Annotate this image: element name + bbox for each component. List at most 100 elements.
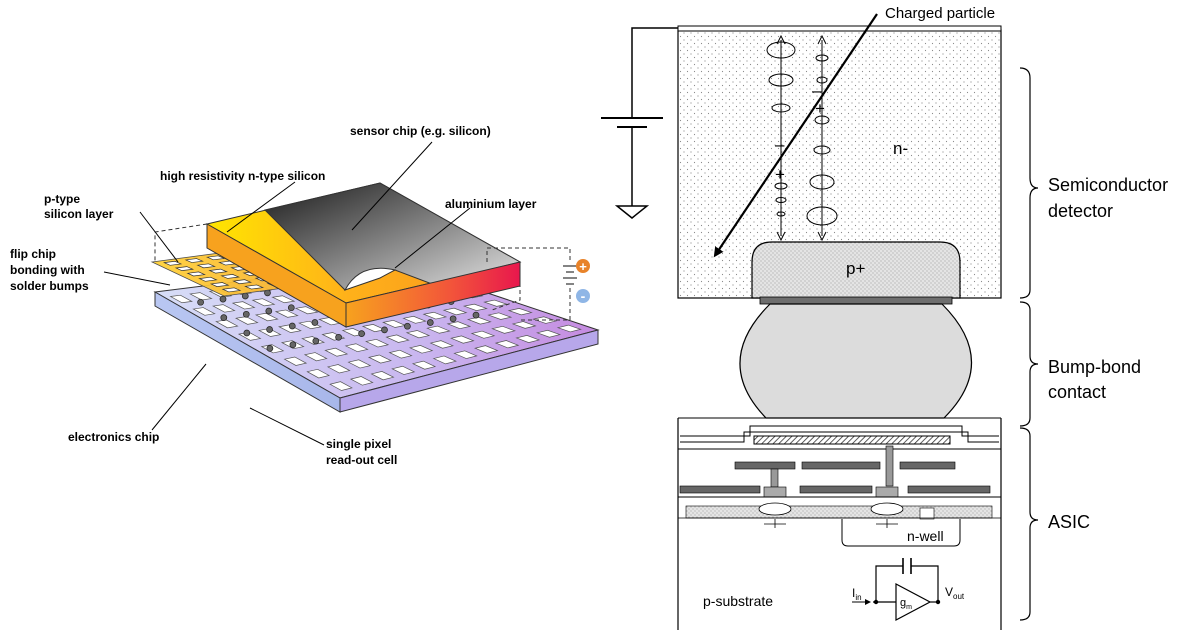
charge-amplifier: Iin gm Vout (852, 558, 965, 621)
solder-bump (404, 322, 411, 330)
readout-cell (298, 320, 323, 330)
solder-bump (266, 326, 273, 333)
label-flip-chip-2: bonding with (10, 263, 85, 277)
readout-cell (462, 303, 488, 311)
readout-cell (556, 324, 582, 333)
section-label-detector-1: Semiconductor (1048, 175, 1168, 195)
solder-bump (287, 304, 295, 312)
label-aluminium: aluminium layer (445, 197, 537, 211)
pixel-implant (174, 266, 195, 271)
readout-cell (347, 359, 372, 369)
readout-cell (231, 301, 256, 310)
readout-cell (405, 330, 431, 339)
readout-cell (169, 294, 193, 304)
readout-cell (411, 360, 437, 370)
readout-cell (507, 308, 533, 316)
bias-battery (601, 27, 678, 219)
solder-bump (241, 292, 249, 300)
solder-bump (266, 345, 274, 352)
minus-symbol: - (581, 288, 586, 304)
label-i-in: Iin (852, 586, 862, 602)
label-flip-chip-3: solder bumps (10, 279, 89, 293)
readout-cell (491, 325, 516, 334)
pixel-implant (209, 282, 230, 287)
readout-cell (494, 340, 520, 349)
label-high-res-silicon: high resistivity n-type silicon (160, 169, 325, 183)
solder-bump (288, 322, 296, 330)
pixel-implant (196, 263, 216, 269)
readout-cell (409, 345, 434, 354)
readout-cell (450, 335, 475, 344)
readout-cell (470, 330, 496, 339)
label-n-well: n-well (907, 528, 944, 544)
hybrid-pixel-detector-3d: + - sensor chip (e.g. silicon) high resi… (10, 124, 600, 467)
readout-cell (442, 307, 468, 316)
detector-cross-section: n-well p-substrate Iin gm Vout (601, 5, 1168, 630)
plus-symbol: + (579, 259, 587, 274)
pixel-implant (220, 274, 240, 279)
readout-cell (324, 347, 349, 357)
negative-terminal-icon (576, 289, 590, 303)
solder-bump (335, 333, 342, 341)
readout-cell (432, 355, 457, 365)
solder-bump (243, 329, 251, 337)
readout-cell (429, 340, 454, 349)
readout-cell (385, 334, 410, 343)
pixel-implant (232, 279, 253, 285)
readout-cell (487, 312, 513, 320)
readout-cell (511, 321, 537, 329)
readout-cell (391, 365, 416, 375)
solder-bump (449, 315, 457, 323)
bias-voltage-source: + - (486, 247, 590, 321)
minus-charge: – (812, 81, 822, 100)
section-label-asic: ASIC (1048, 512, 1090, 532)
solder-bump (265, 307, 273, 315)
solder-bump (312, 337, 320, 345)
asic-stack: n-well p-substrate Iin gm Vout (677, 417, 1002, 630)
charge-carrier-tracks (766, 34, 838, 242)
section-label-bump-2: contact (1048, 382, 1106, 402)
readout-cell (453, 350, 478, 359)
leader-lines (103, 141, 471, 446)
readout-cell (422, 311, 448, 320)
readout-cell (189, 292, 213, 301)
solder-bump (219, 295, 227, 303)
readout-cell (212, 304, 236, 313)
bump-bond-sphere (739, 303, 973, 419)
pixel-implant (208, 268, 228, 274)
pixel-implant (244, 284, 265, 290)
readout-cell (365, 338, 390, 348)
readout-cell (278, 324, 302, 334)
readout-cell (192, 307, 216, 316)
readout-cell (254, 312, 279, 322)
readout-cell (329, 381, 353, 391)
solder-bump (197, 298, 204, 306)
label-electronics-chip: electronics chip (68, 430, 159, 444)
solder-bump (289, 341, 297, 349)
solder-bump (426, 319, 434, 326)
solder-bump (220, 314, 228, 321)
solder-bump (381, 326, 388, 334)
pixel-implant (205, 255, 226, 261)
readout-cell (326, 364, 351, 374)
label-p-plus: p+ (846, 259, 865, 278)
readout-cell (344, 343, 369, 353)
sensor-chip (154, 182, 522, 328)
pixel-implant (198, 276, 218, 282)
solder-bump (242, 310, 250, 318)
readout-cell (536, 329, 562, 338)
readout-cell (388, 349, 413, 359)
label-pixel-2: read-out cell (326, 453, 397, 467)
charged-particle-track (713, 13, 878, 258)
readout-cell (274, 309, 299, 318)
readout-cell (349, 376, 374, 386)
readout-cell (294, 306, 319, 315)
pixel-implant (163, 260, 183, 266)
readout-cell (251, 298, 276, 307)
readout-cell (515, 335, 541, 343)
section-label-detector-2: detector (1048, 201, 1113, 221)
label-n-minus: n- (893, 139, 908, 158)
label-flip-chip-1: flip chip (10, 247, 56, 261)
readout-cell (283, 356, 308, 366)
